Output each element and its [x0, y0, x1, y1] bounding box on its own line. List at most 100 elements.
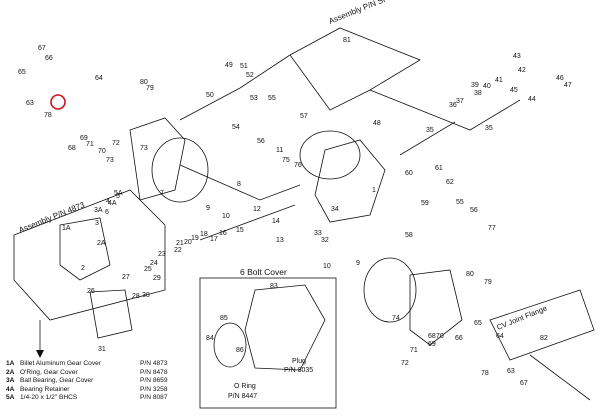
legend-desc: O'Ring, Gear Cover [20, 368, 78, 376]
legend-id: 2A [6, 368, 15, 376]
callout-number: 69 [428, 341, 436, 348]
callout-number: 4A [108, 200, 117, 207]
callout-number: 28 [132, 293, 140, 300]
callout-number: 56 [470, 207, 478, 214]
axle-shaft-right [399, 121, 456, 156]
callout-number: 1A [62, 225, 71, 232]
callout-number: 51 [240, 63, 248, 70]
callout-number: 73 [140, 145, 148, 152]
callout-number: 76 [294, 162, 302, 169]
callout-number: 50 [206, 92, 214, 99]
callout-number: 18 [200, 231, 208, 238]
callout-number: 29 [153, 275, 161, 282]
callout-number: 64 [496, 333, 504, 340]
six-bolt-cover-shape [244, 284, 326, 371]
callout-number: 10 [222, 213, 230, 220]
callout-number: 26 [87, 288, 95, 295]
legend-row: 4A Bearing Retainer P/N 3258 [6, 386, 206, 395]
callout-number: 43 [513, 53, 521, 60]
callout-number: 10 [323, 263, 331, 270]
callout-number: 23 [158, 251, 166, 258]
callout-number: 61 [435, 165, 443, 172]
assembly-4873-box [13, 189, 166, 321]
aluminum-cover-shape [59, 217, 111, 281]
callout-number: 17 [210, 236, 218, 243]
callout-number: 47 [564, 82, 572, 89]
callout-number: 56 [257, 138, 265, 145]
legend-row: 3A Ball Bearing, Gear Cover P/N 8659 [6, 377, 206, 386]
callout-number: 65 [18, 69, 26, 76]
callout-number: 9 [206, 205, 210, 212]
callout-number: 83 [270, 283, 278, 290]
callout-number: 68 [68, 145, 76, 152]
callout-number: 70 [436, 333, 444, 340]
callout-number: 19 [191, 235, 199, 242]
callout-number: 46 [556, 75, 564, 82]
legend-desc: 1/4-20 x 1/2" BHCS [20, 394, 78, 402]
callout-number: 77 [488, 225, 496, 232]
callout-number: 2 [81, 265, 85, 272]
legend-pn: P/N 8659 [140, 377, 168, 385]
note-oring-pn: P/N 8447 [228, 393, 257, 400]
callout-number: 71 [86, 141, 94, 148]
callout-number: 63 [507, 368, 515, 375]
label-assembly-spp337: Assembly P/N SPP337 [327, 0, 407, 26]
callout-number: 80 [466, 271, 474, 278]
cv-flange-box [489, 289, 595, 361]
callout-number: 35 [426, 127, 434, 134]
callout-number: 48 [373, 120, 381, 127]
callout-number: 21 [176, 240, 184, 247]
callout-number: 78 [481, 370, 489, 377]
note-plug: Plug [292, 358, 306, 365]
callout-number: 79 [146, 85, 154, 92]
callout-number: 59 [421, 200, 429, 207]
callout-number: 85 [220, 315, 228, 322]
callout-number: 82 [540, 335, 548, 342]
callout-number: 12 [253, 206, 261, 213]
callout-number: 32 [321, 237, 329, 244]
ring-gear-outline [299, 130, 361, 180]
callout-number: 15 [236, 227, 244, 234]
legend-pn: P/N 8478 [140, 368, 168, 376]
callout-number: 36 [449, 102, 457, 109]
spp337-assembly-box [289, 27, 421, 111]
callout-number: 63 [26, 100, 34, 107]
callout-number: 65 [474, 320, 482, 327]
housing-outline [314, 139, 386, 223]
callout-number: 24 [150, 260, 158, 267]
legend-table: 1A Billet Aluminum Gear Cover P/N 4873 2… [6, 360, 206, 403]
callout-number: 14 [272, 218, 280, 225]
label-cv-flange: CV Joint Flange [495, 304, 548, 332]
callout-number: 49 [225, 62, 233, 69]
callout-number: 40 [483, 83, 491, 90]
callout-number: 52 [246, 72, 254, 79]
callout-number: 55 [268, 95, 276, 102]
callout-number: 53 [250, 95, 258, 102]
legend-desc: Ball Bearing, Gear Cover [20, 377, 94, 385]
callout-number: 5 [116, 193, 120, 200]
callout-number: 30 [142, 292, 150, 299]
gear-cover-ribbed [89, 289, 133, 339]
callout-number: 33 [314, 230, 322, 237]
callout-number: 44 [528, 96, 536, 103]
callout-number: 57 [300, 113, 308, 120]
callout-number: 37 [456, 98, 464, 105]
callout-number: 67 [38, 45, 46, 52]
cover-gasket-left [151, 137, 209, 203]
callout-number: 22 [174, 247, 182, 254]
callout-number: 41 [495, 77, 503, 84]
callout-number: 42 [518, 67, 526, 74]
label-six-bolt-cover: 6 Bolt Cover [240, 267, 287, 277]
note-plug-pn: P/N 8035 [284, 367, 313, 374]
callout-number: 35 [485, 125, 493, 132]
callout-number: 58 [405, 232, 413, 239]
legend-pn: P/N 3258 [140, 385, 168, 393]
label-assembly-4873: Assembly P/N 4873 [17, 200, 86, 235]
callout-number: 66 [455, 335, 463, 342]
callout-number: 84 [206, 335, 214, 342]
callout-number: 8 [237, 181, 241, 188]
callout-number: 9 [356, 260, 360, 267]
